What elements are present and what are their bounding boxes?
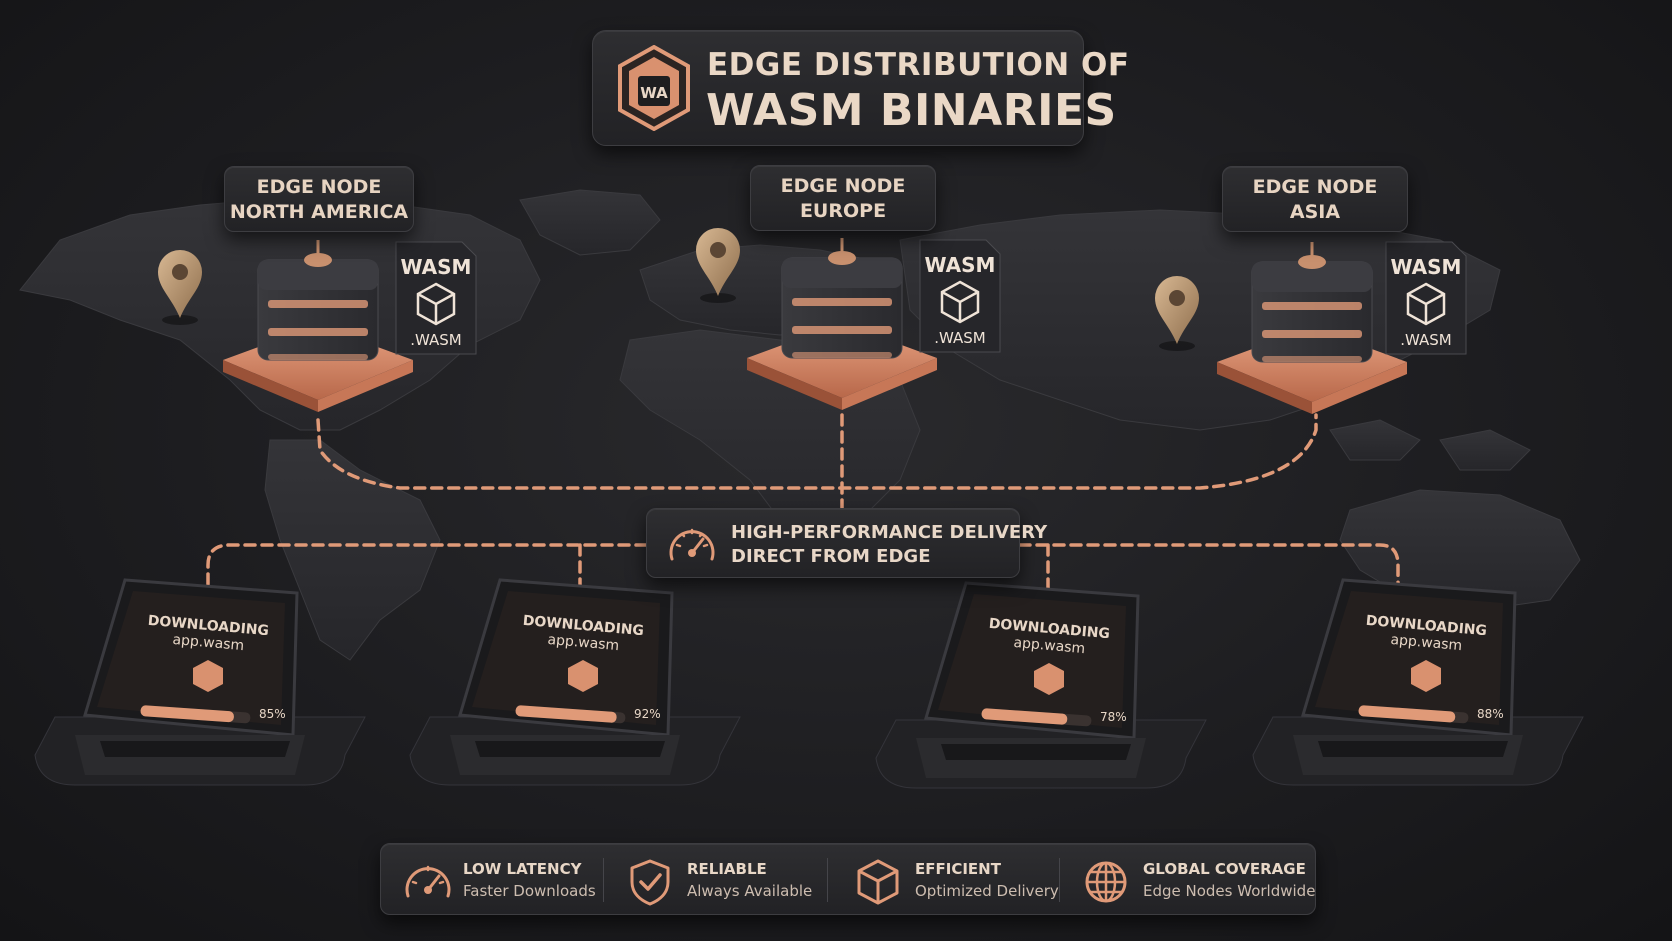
client-laptops: DOWNLOADING app.wasm 85% DOWNLOADING app… — [34, 578, 1584, 789]
progress-percent: 92% — [634, 707, 661, 721]
wasm-file-badge: WASM .WASM — [395, 241, 477, 355]
laptop-file: app.wasm — [547, 632, 620, 654]
cube-icon — [857, 859, 899, 905]
wasm-badge-title: WASM — [925, 253, 996, 277]
progress-fill — [140, 705, 234, 723]
feature-title: GLOBAL COVERAGE — [1143, 860, 1306, 878]
delivery-label: HIGH-PERFORMANCE DELIVERY DIRECT FROM ED… — [646, 508, 1047, 578]
location-pin-icon — [1155, 276, 1199, 351]
logo-text: WA — [640, 84, 668, 102]
edge-servers — [223, 238, 1407, 414]
feature-subtitle: Edge Nodes Worldwide — [1143, 882, 1316, 900]
location-pin-icon — [696, 228, 740, 303]
delivery-line2: DIRECT FROM EDGE — [731, 546, 931, 567]
location-pin-icon — [158, 250, 202, 325]
globe-icon — [1085, 861, 1127, 903]
speedometer-icon — [669, 528, 715, 561]
laptop-file: app.wasm — [1013, 635, 1086, 657]
server-icon — [1217, 242, 1407, 414]
feature-title: RELIABLE — [687, 860, 767, 878]
laptop-file: app.wasm — [172, 632, 245, 654]
edge-node-label-line1: EDGE NODE — [780, 175, 906, 197]
progress-percent: 85% — [259, 707, 286, 721]
progress-fill — [981, 708, 1068, 725]
feature-subtitle: Optimized Delivery — [915, 882, 1059, 900]
laptop: DOWNLOADING app.wasm 92% — [409, 578, 741, 786]
feature-divider — [603, 858, 604, 902]
edge-node-label-europe: EDGE NODE EUROPE — [750, 165, 936, 231]
feature-subtitle: Faster Downloads — [463, 882, 596, 900]
feature-bar: LOW LATENCY Faster Downloads RELIABLE Al… — [380, 843, 1316, 915]
edge-node-label-asia: EDGE NODE ASIA — [1222, 166, 1408, 232]
progress-fill — [515, 705, 617, 723]
wasm-file-badge: WASM .WASM — [919, 239, 1001, 353]
title-line-2: WASM BINARIES — [706, 85, 1117, 136]
location-pins — [158, 228, 1199, 351]
edge-node-label-line1: EDGE NODE — [1252, 176, 1378, 198]
server-icon — [747, 238, 937, 410]
progress-percent: 78% — [1100, 710, 1127, 724]
wasm-hexagon-icon: WA — [618, 45, 690, 131]
edge-node-label-north-america: EDGE NODE NORTH AMERICA — [224, 166, 414, 232]
delivery-line1: HIGH-PERFORMANCE DELIVERY — [731, 522, 1048, 543]
wasm-badge-title: WASM — [401, 255, 472, 279]
wasm-badge-ext: .WASM — [934, 329, 986, 347]
feature-divider — [827, 858, 828, 902]
wasm-file-badge: WASM .WASM — [1385, 241, 1467, 355]
laptop: DOWNLOADING app.wasm 85% — [34, 578, 366, 786]
feature-divider — [1059, 858, 1060, 902]
laptop: DOWNLOADING app.wasm 78% — [875, 581, 1207, 789]
connector-lines — [206, 413, 1400, 594]
progress-percent: 88% — [1477, 707, 1504, 721]
wasm-badge-ext: .WASM — [1400, 331, 1452, 349]
wasm-badge-ext: .WASM — [410, 331, 462, 349]
edge-node-label-line1: EDGE NODE — [256, 176, 382, 198]
title-card: WA EDGE DISTRIBUTION OF WASM BINARIES — [592, 30, 1129, 146]
server-icon — [223, 240, 413, 412]
laptop: DOWNLOADING app.wasm 88% — [1252, 578, 1584, 786]
edge-node-label-line2: EUROPE — [799, 200, 887, 222]
feature-subtitle: Always Available — [687, 882, 813, 900]
wasm-badges: WASM .WASM WASM .WASM WASM .WASM — [395, 239, 1467, 355]
speedometer-icon — [405, 865, 451, 898]
edge-node-label-line2: ASIA — [1289, 201, 1341, 223]
edge-node-label-line2: NORTH AMERICA — [229, 201, 409, 223]
laptop-file: app.wasm — [1390, 632, 1463, 654]
shield-check-icon — [630, 859, 670, 906]
feature-title: LOW LATENCY — [463, 860, 582, 878]
progress-fill — [1358, 705, 1456, 723]
title-line-1: EDGE DISTRIBUTION OF — [707, 47, 1130, 83]
feature-title: EFFICIENT — [915, 860, 1001, 878]
wasm-badge-title: WASM — [1391, 255, 1462, 279]
